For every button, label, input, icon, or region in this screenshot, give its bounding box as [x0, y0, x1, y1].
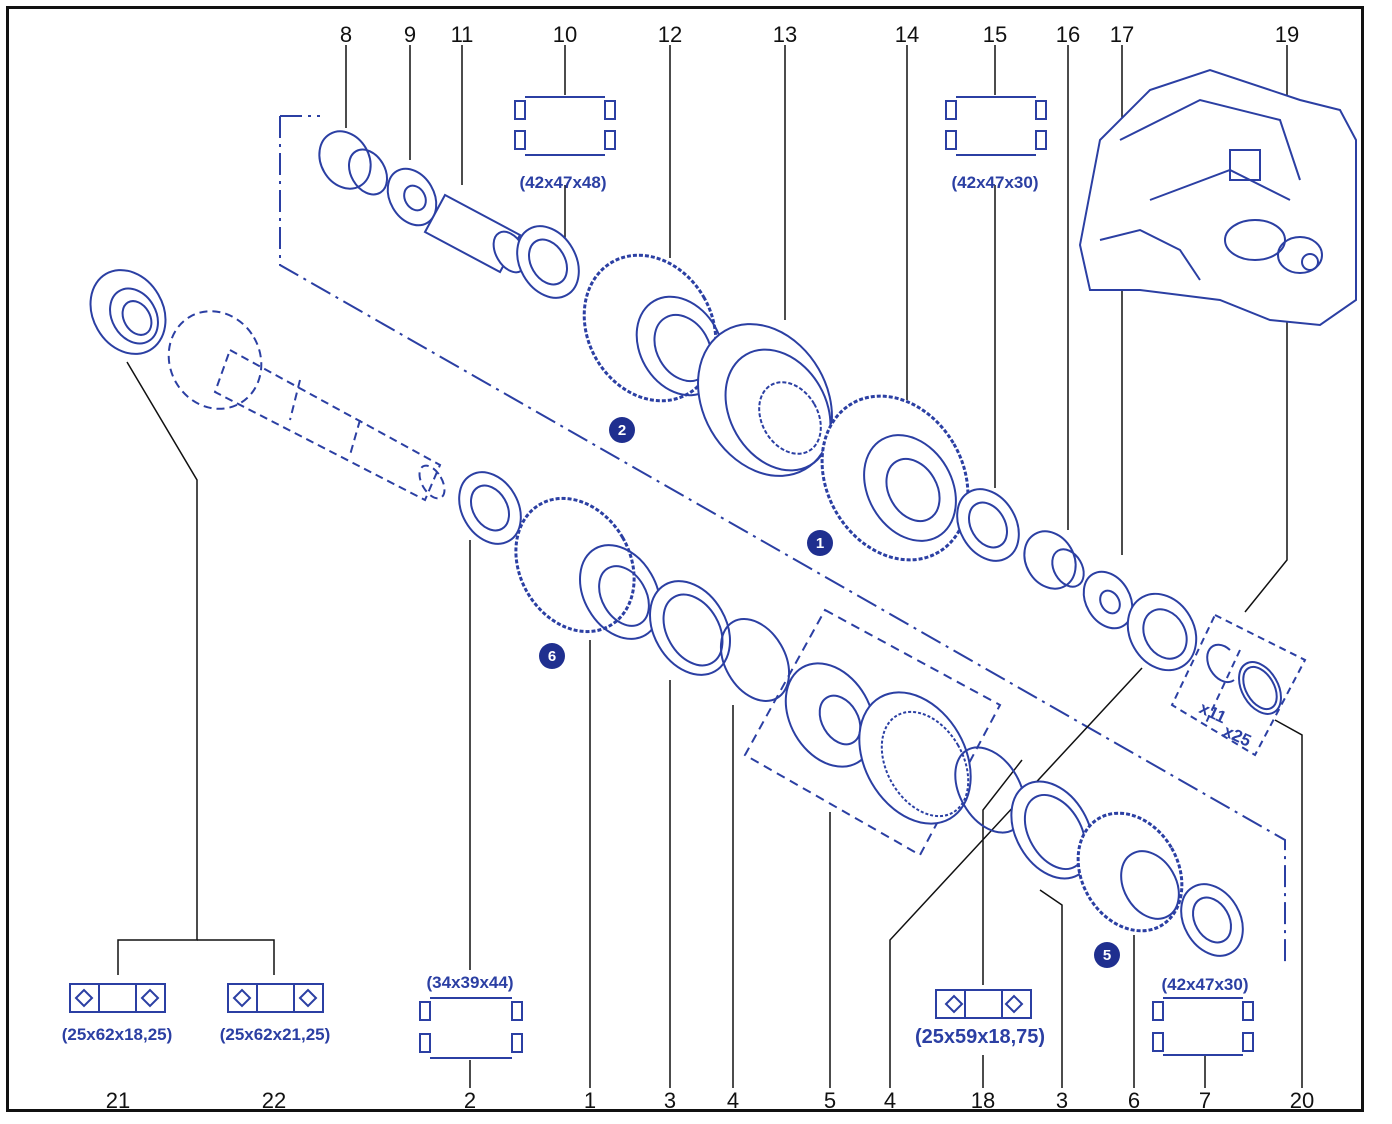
part-number-label: 5 — [824, 1088, 836, 1113]
needle-bearing-symbol-10 — [514, 96, 616, 156]
part-number-label: 17 — [1110, 22, 1134, 47]
badge-2: 2 — [609, 417, 635, 443]
dimension-15: (42x47x30) — [952, 173, 1039, 192]
top-part-numbers: 8 9 11 10 12 13 14 15 16 17 19 — [340, 22, 1299, 47]
svg-text:2: 2 — [618, 422, 626, 439]
part-number-label: 11 — [451, 22, 474, 47]
part-number-label: 18 — [971, 1088, 995, 1113]
gearbox-thumbnail-image — [1078, 68, 1357, 327]
circlips-group — [1170, 613, 1307, 757]
part-number-label: 15 — [983, 22, 1007, 47]
part-number-label: 3 — [664, 1088, 676, 1113]
part-number-label: 16 — [1056, 22, 1080, 47]
primary-shaft — [167, 310, 446, 502]
part-number-label: 12 — [658, 22, 682, 47]
part-number-label: 21 — [106, 1088, 130, 1113]
synchro-ring-3a — [649, 580, 731, 676]
dimension-22: (25x62x21,25) — [220, 1025, 331, 1044]
needle-bearing-symbol-15 — [945, 96, 1047, 156]
part-number-label: 20 — [1290, 1088, 1314, 1113]
circlip-label-large: x25 — [1220, 721, 1254, 750]
part-number-label: 19 — [1275, 22, 1299, 47]
dimension-18: (25x59x18,75) — [915, 1026, 1045, 1048]
bush-11 — [423, 193, 528, 274]
part-number-label: 4 — [884, 1088, 896, 1113]
gear-12 — [582, 253, 725, 403]
part-number-label: 2 — [464, 1088, 476, 1113]
part-number-label: 22 — [262, 1088, 286, 1113]
ball-bearing-18 — [1126, 592, 1198, 672]
badge-5: 5 — [1094, 942, 1120, 968]
axis-lines — [279, 115, 1286, 965]
washer-17 — [1082, 570, 1134, 630]
part-number-label: 13 — [773, 22, 797, 47]
bottom-part-numbers: 21 22 2 1 3 4 5 4 18 3 6 7 20 — [106, 1088, 1314, 1113]
gear-6 — [1076, 811, 1184, 933]
bush-16 — [1023, 530, 1085, 590]
part-number-label: 7 — [1199, 1088, 1211, 1113]
part-number-label: 8 — [340, 22, 352, 47]
badge-6: 6 — [539, 643, 565, 669]
svg-text:6: 6 — [548, 648, 556, 665]
gear-14 — [820, 394, 970, 562]
part-number-label: 10 — [553, 22, 577, 47]
svg-text:1: 1 — [816, 535, 824, 552]
needle-bearing-2 — [458, 471, 522, 545]
needle-bearing-symbol-7 — [1152, 997, 1254, 1056]
part-number-label: 1 — [584, 1088, 596, 1113]
needle-bearing-7 — [1180, 883, 1244, 957]
part-number-label: 6 — [1128, 1088, 1140, 1113]
dimension-10: (42x47x48) — [520, 173, 607, 192]
ball-bearing-symbol-22 — [227, 983, 324, 1013]
needle-bearing-15 — [956, 488, 1020, 562]
synchro-assembly-5 — [743, 608, 1002, 857]
bush-8 — [318, 130, 388, 196]
leader-lines — [117, 45, 1303, 1088]
needle-bearing-10 — [516, 225, 580, 299]
synchro-hub-13 — [697, 323, 833, 477]
part-number-label: 9 — [404, 22, 416, 47]
gear-1 — [514, 496, 661, 640]
ball-bearing-symbol-21 — [69, 983, 166, 1013]
dimension-21: (25x62x18,25) — [62, 1025, 173, 1044]
ball-bearing-symbol-18 — [935, 989, 1032, 1019]
part-number-label: 4 — [727, 1088, 739, 1113]
dimension-2: (34x39x44) — [427, 973, 514, 992]
dimension-7: (42x47x30) — [1162, 975, 1249, 994]
ball-bearing-21 — [89, 269, 167, 355]
needle-bearing-symbol-2 — [419, 997, 523, 1059]
badge-1: 1 — [807, 530, 833, 556]
synchro-ring-3b — [1010, 780, 1094, 880]
part-number-label: 14 — [895, 22, 919, 47]
part-number-label: 3 — [1056, 1088, 1068, 1113]
svg-text:5: 5 — [1103, 947, 1111, 964]
washer-9 — [386, 167, 438, 227]
